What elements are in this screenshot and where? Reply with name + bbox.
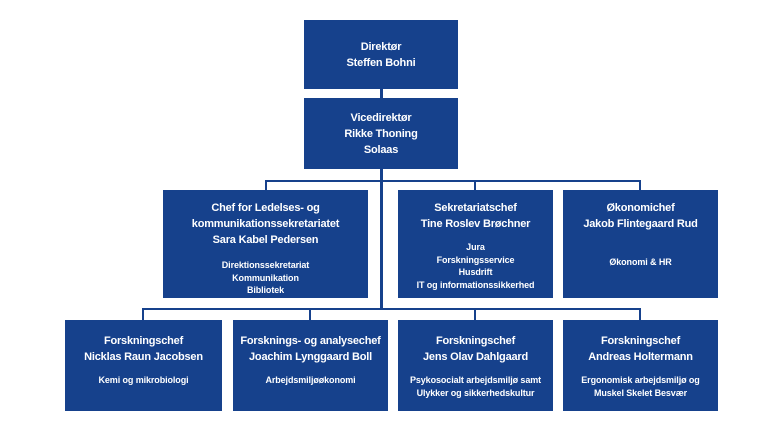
org-node-forskningschef-psykosocialt: Forskningschef Jens Olav Dahlgaard Psyko… [398,320,553,411]
department-item: Psykosocialt arbejdsmiljø samt [409,375,542,385]
department-item: Direktionssekretariat [221,260,310,270]
person-name: Joachim Lynggaard Boll [249,351,372,363]
role-title: Økonomichef [606,202,675,214]
department-item: Ergonomisk arbejdsmiljø og [581,375,700,385]
role-title: Chef for Ledelses- og [211,202,320,214]
person-name: Solaas [363,143,399,156]
department-item: IT og informationssikkerhed [416,279,535,290]
person-name: Nicklas Raun Jacobsen [84,351,203,363]
org-node-forskningschef-ergonomi: Forskningschef Andreas Holtermann Ergono… [563,320,718,411]
connector-drop-okonomichef [639,180,641,190]
node-title-block: Forskningschef Andreas Holtermann [588,333,693,365]
org-node-chef-ledelses-kommunikationssekretariat: Chef for Ledelses- og kommunikationssekr… [163,190,368,298]
department-item: Muskel Skelet Besvær [593,387,688,398]
node-departments: Jura Forskningsservice Husdrift IT og in… [417,241,535,291]
department-item: Bibliotek [246,285,285,295]
role-title: Forskningschef [435,335,516,347]
connector-drop-analysechef [309,308,311,320]
node-departments: Psykosocialt arbejdsmiljø samt Ulykker o… [410,374,541,399]
person-name: Andreas Holtermann [588,351,693,363]
role-title: Direktør [360,40,402,53]
person-name: Jakob Flintegaard Rud [583,218,698,230]
department-item: Husdrift [458,267,493,277]
node-title-block: Forsknings- og analysechef Joachim Lyngg… [240,333,380,365]
connector-drop-forskningschef-psykosocialt [474,308,476,320]
org-node-okonomichef: Økonomichef Jakob Flintegaard Rud Økonom… [563,190,718,298]
connector-drop-forskningschef-kemi [142,308,144,320]
connector-bus-row4 [142,308,641,310]
connector-line-vicedirektor-trunk [380,169,383,181]
org-node-vicedirektor: Vicedirektør Rikke Thoning Solaas [304,98,458,169]
department-item: Økonomi & HR [609,257,672,267]
role-title: Vicedirektør [350,111,412,124]
role-title: Sekretariatschef [434,202,517,214]
person-name: Sara Kabel Pedersen [212,234,319,246]
node-departments: Arbejdsmiljøøkonomi [265,374,355,387]
node-title-block: Sekretariatschef Tine Roslev Brøchner [421,200,531,232]
person-name: Steffen Bohni [346,56,416,69]
org-node-direktor: Direktør Steffen Bohni [304,20,458,89]
person-name: Jens Olav Dahlgaard [422,351,529,363]
node-departments: Kemi og mikrobiologi [98,374,188,387]
department-item: Arbejdsmiljøøkonomi [265,375,356,385]
role-title: Forskningschef [103,335,184,347]
node-departments: Direktionssekretariat Kommunikation Bibl… [221,259,310,297]
node-title-block: Forskningschef Jens Olav Dahlgaard [423,333,528,365]
person-name: Tine Roslev Brøchner [420,218,531,230]
node-departments: Økonomi & HR [609,256,671,269]
connector-trunk-central [380,180,383,310]
role-title: Forskningschef [600,335,681,347]
node-title-block: Forskningschef Nicklas Raun Jacobsen [84,333,203,365]
node-departments: Ergonomisk arbejdsmiljø og Muskel Skelet… [581,374,700,399]
connector-drop-forskningschef-ergonomi [639,308,641,320]
connector-bus-row3 [265,180,641,182]
node-title-block: Økonomichef Jakob Flintegaard Rud [583,200,698,232]
node-title-block: Direktør Steffen Bohni [347,39,416,71]
org-node-forskningschef-kemi: Forskningschef Nicklas Raun Jacobsen Kem… [65,320,222,411]
node-title-block: Chef for Ledelses- og kommunikationssekr… [191,200,340,248]
department-item: Kemi og mikrobiologi [98,375,189,385]
connector-drop-sekretariatschef [474,180,476,190]
person-name: Rikke Thoning [344,127,418,140]
department-item: Forskningsservice [436,254,515,265]
node-title-block: Vicedirektør Rikke Thoning Solaas [344,110,417,158]
role-title: Forsknings- og analysechef [240,335,381,347]
role-title: kommunikationssekretariatet [191,218,340,230]
department-item: Kommunikation [232,272,299,283]
org-node-forsknings-og-analysechef: Forsknings- og analysechef Joachim Lyngg… [233,320,388,411]
department-item: Ulykker og sikkerhedskultur [416,387,535,398]
connector-drop-chef-ledelses [265,180,267,190]
org-node-sekretariatschef: Sekretariatschef Tine Roslev Brøchner Ju… [398,190,553,298]
department-item: Jura [466,242,485,252]
connector-line-direktor-vicedirektor [380,89,383,98]
